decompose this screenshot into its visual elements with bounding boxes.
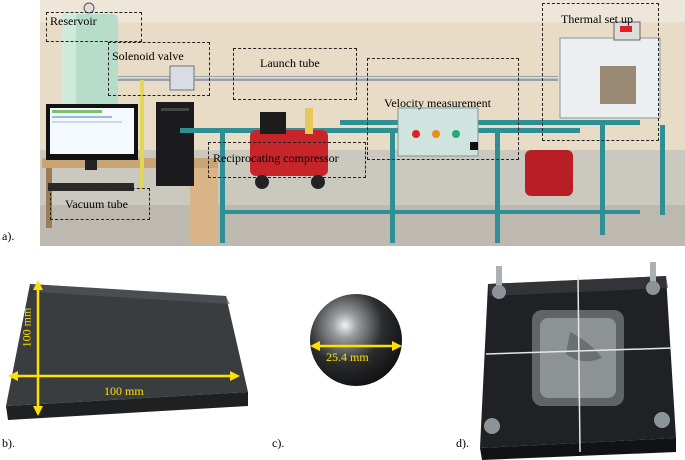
label-solenoid-valve-text: Solenoid valve xyxy=(112,49,184,63)
dim-ball-diameter: 25.4 mm xyxy=(326,350,369,364)
label-launch-tube: Launch tube xyxy=(233,48,357,100)
dim-plate-horizontal: 100 mm xyxy=(104,384,144,398)
label-velocity-measurement-text: Velocity measurement xyxy=(384,96,491,110)
panel-b-tag: b). xyxy=(2,436,15,450)
photo-plate: 100 mm 100 mm xyxy=(0,270,262,430)
label-thermal-setup-text: Thermal set up xyxy=(561,12,633,26)
setup-scene xyxy=(40,0,685,246)
label-reservoir: Reservoir xyxy=(46,12,142,42)
label-velocity-measurement: Velocity measurement xyxy=(367,58,519,160)
label-solenoid-valve: Solenoid valve xyxy=(108,42,210,96)
label-launch-tube-text: Launch tube xyxy=(260,56,320,70)
plate-shape xyxy=(6,280,248,420)
panel-a-tag: a). xyxy=(2,229,15,243)
ball-shape xyxy=(310,294,402,386)
label-thermal-setup: Thermal set up xyxy=(542,3,659,141)
label-vacuum-tube: Vacuum tube xyxy=(50,188,150,220)
label-reservoir-text: Reservoir xyxy=(50,14,97,28)
photo-clamp-fixture xyxy=(470,262,685,460)
photo-setup: Reservoir Solenoid valve Launch tube Vel… xyxy=(40,0,685,246)
label-reciprocating-compressor-text: Reciprocating compressor xyxy=(213,151,339,165)
label-vacuum-tube-text: Vacuum tube xyxy=(65,197,128,211)
panel-c-tag: c). xyxy=(272,436,285,450)
dim-plate-vertical: 100 mm xyxy=(19,307,34,348)
photo-steel-ball: 25.4 mm xyxy=(300,290,410,390)
panel-d-tag: d). xyxy=(456,436,469,450)
label-reciprocating-compressor: Reciprocating compressor xyxy=(208,142,366,178)
fixture-shape xyxy=(480,262,676,460)
